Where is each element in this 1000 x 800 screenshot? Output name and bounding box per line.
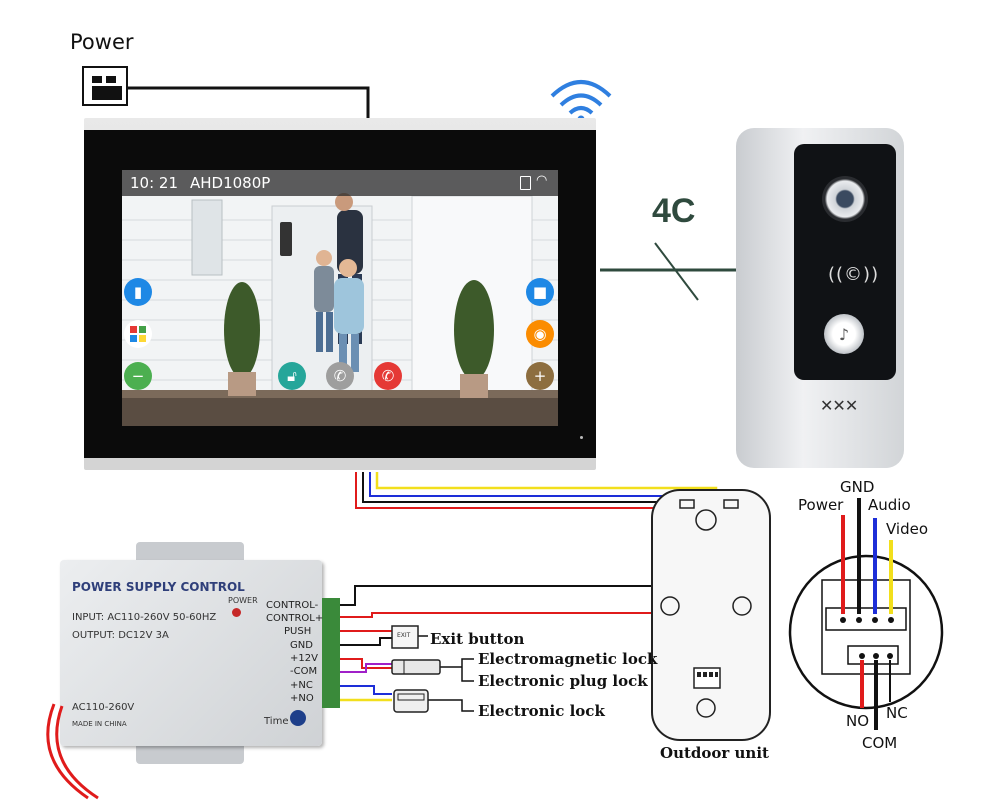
electronic-lock-label: Electronic lock bbox=[478, 702, 605, 720]
connector-power-label: Power bbox=[798, 496, 844, 514]
wire-12v bbox=[340, 658, 392, 669]
psu-power-indicator-label: POWER bbox=[228, 596, 258, 605]
leader-elock bbox=[428, 699, 474, 712]
terminal-control-minus: CONTROL- bbox=[266, 600, 319, 611]
exit-button-label: Exit button bbox=[430, 630, 525, 648]
camera-lens-icon bbox=[822, 176, 868, 222]
rfid-icon: ((©)) bbox=[828, 264, 880, 285]
snapshot-icon[interactable]: ◉ bbox=[526, 320, 554, 348]
outdoor-unit-terminal bbox=[693, 667, 721, 689]
terminal-12v: +12V bbox=[290, 653, 318, 664]
connector-com-label: COM bbox=[862, 734, 898, 752]
terminal-gnd: GND bbox=[290, 640, 313, 651]
answer-call-icon[interactable]: ✆ bbox=[326, 362, 354, 390]
psu-title: POWER SUPPLY CONTROL bbox=[72, 580, 245, 594]
psu-output-spec: OUTPUT: DC12V 3A bbox=[72, 630, 169, 641]
electromagnetic-lock-body bbox=[391, 659, 441, 675]
terminal-com: -COM bbox=[290, 666, 318, 677]
connector-audio-label: Audio bbox=[868, 496, 911, 514]
status-bar: 10: 21 AHD1080P ◠ bbox=[122, 170, 558, 196]
monitor-bezel: 10: 21 AHD1080P ◠ ▮ − ■ ◉ + 🔓︎ ✆ ✆ bbox=[84, 130, 596, 458]
power-supply-control-box: POWER SUPPLY CONTROL POWER INPUT: AC110-… bbox=[60, 542, 340, 764]
electromagnetic-lock-label: Electromagnetic lock bbox=[478, 650, 658, 668]
bell-icon: ♪ bbox=[838, 324, 850, 344]
terminal-control-plus: CONTROL+ bbox=[266, 613, 324, 624]
time-adjust-knob[interactable] bbox=[290, 710, 306, 726]
psu-made-in: MADE IN CHINA bbox=[72, 720, 127, 728]
outdoor-doorbell-camera: ((©)) ♪ ✕✕✕ bbox=[736, 128, 904, 468]
monitor-led bbox=[580, 436, 583, 439]
power-label: Power bbox=[70, 30, 134, 54]
wire-gnd bbox=[340, 637, 392, 646]
connector-gnd-label: GND bbox=[840, 478, 875, 496]
wire-com bbox=[340, 663, 392, 673]
terminal-nc: +NC bbox=[290, 680, 313, 691]
video-record-icon[interactable]: ■ bbox=[526, 278, 554, 306]
terminal-push: PUSH bbox=[284, 626, 312, 637]
connector-no-label: NO bbox=[846, 712, 870, 730]
connector-nc-label: NC bbox=[886, 704, 908, 722]
apps-icon[interactable] bbox=[124, 320, 152, 348]
call-button[interactable]: ♪ bbox=[824, 314, 864, 354]
power-adapter-icon bbox=[82, 66, 128, 106]
mains-cable bbox=[46, 703, 99, 800]
unlock-icon[interactable]: 🔓︎ bbox=[278, 362, 306, 390]
wifi-status-icon: ◠ bbox=[536, 173, 548, 188]
zoom-out-icon[interactable]: − bbox=[124, 362, 152, 390]
connector-video-label: Video bbox=[886, 520, 929, 538]
terminal-no: +NO bbox=[290, 693, 314, 704]
electronic-plug-lock-label: Electronic plug lock bbox=[478, 672, 648, 690]
electronic-lock-body bbox=[393, 689, 429, 713]
wifi-icon bbox=[550, 80, 612, 123]
exit-button-body bbox=[391, 625, 419, 649]
power-cable bbox=[128, 86, 370, 120]
zoom-in-icon[interactable]: + bbox=[526, 362, 554, 390]
terminal-block bbox=[322, 598, 340, 708]
indoor-monitor: 10: 21 AHD1080P ◠ ▮ − ■ ◉ + 🔓︎ ✆ ✆ bbox=[84, 118, 596, 470]
outdoor-unit-plate bbox=[651, 489, 771, 741]
outdoor-unit-label: Outdoor unit bbox=[660, 744, 769, 762]
power-led bbox=[232, 608, 241, 617]
wire-nc bbox=[340, 685, 392, 695]
doorbell-view-icon[interactable]: ▮ bbox=[124, 278, 152, 306]
exit-button-switch-text: EXIT bbox=[397, 632, 411, 639]
monitor-screen: 10: 21 AHD1080P ◠ ▮ − ■ ◉ + 🔓︎ ✆ ✆ bbox=[122, 170, 558, 426]
psu-input-spec: INPUT: AC110-260V 50-60HZ bbox=[72, 612, 217, 623]
status-time: 10: 21 bbox=[130, 174, 178, 192]
psu-voltage: AC110-260V bbox=[72, 702, 135, 713]
status-resolution: AHD1080P bbox=[190, 174, 271, 192]
4c-slash bbox=[654, 242, 699, 301]
leader-emlock bbox=[440, 658, 474, 682]
sd-card-icon bbox=[520, 176, 531, 190]
cable-label: 4C bbox=[652, 192, 696, 230]
psu-time-label: Time bbox=[264, 716, 289, 727]
hang-up-icon[interactable]: ✆ bbox=[374, 362, 402, 390]
speaker-grille-icon: ✕✕✕ bbox=[820, 396, 858, 415]
